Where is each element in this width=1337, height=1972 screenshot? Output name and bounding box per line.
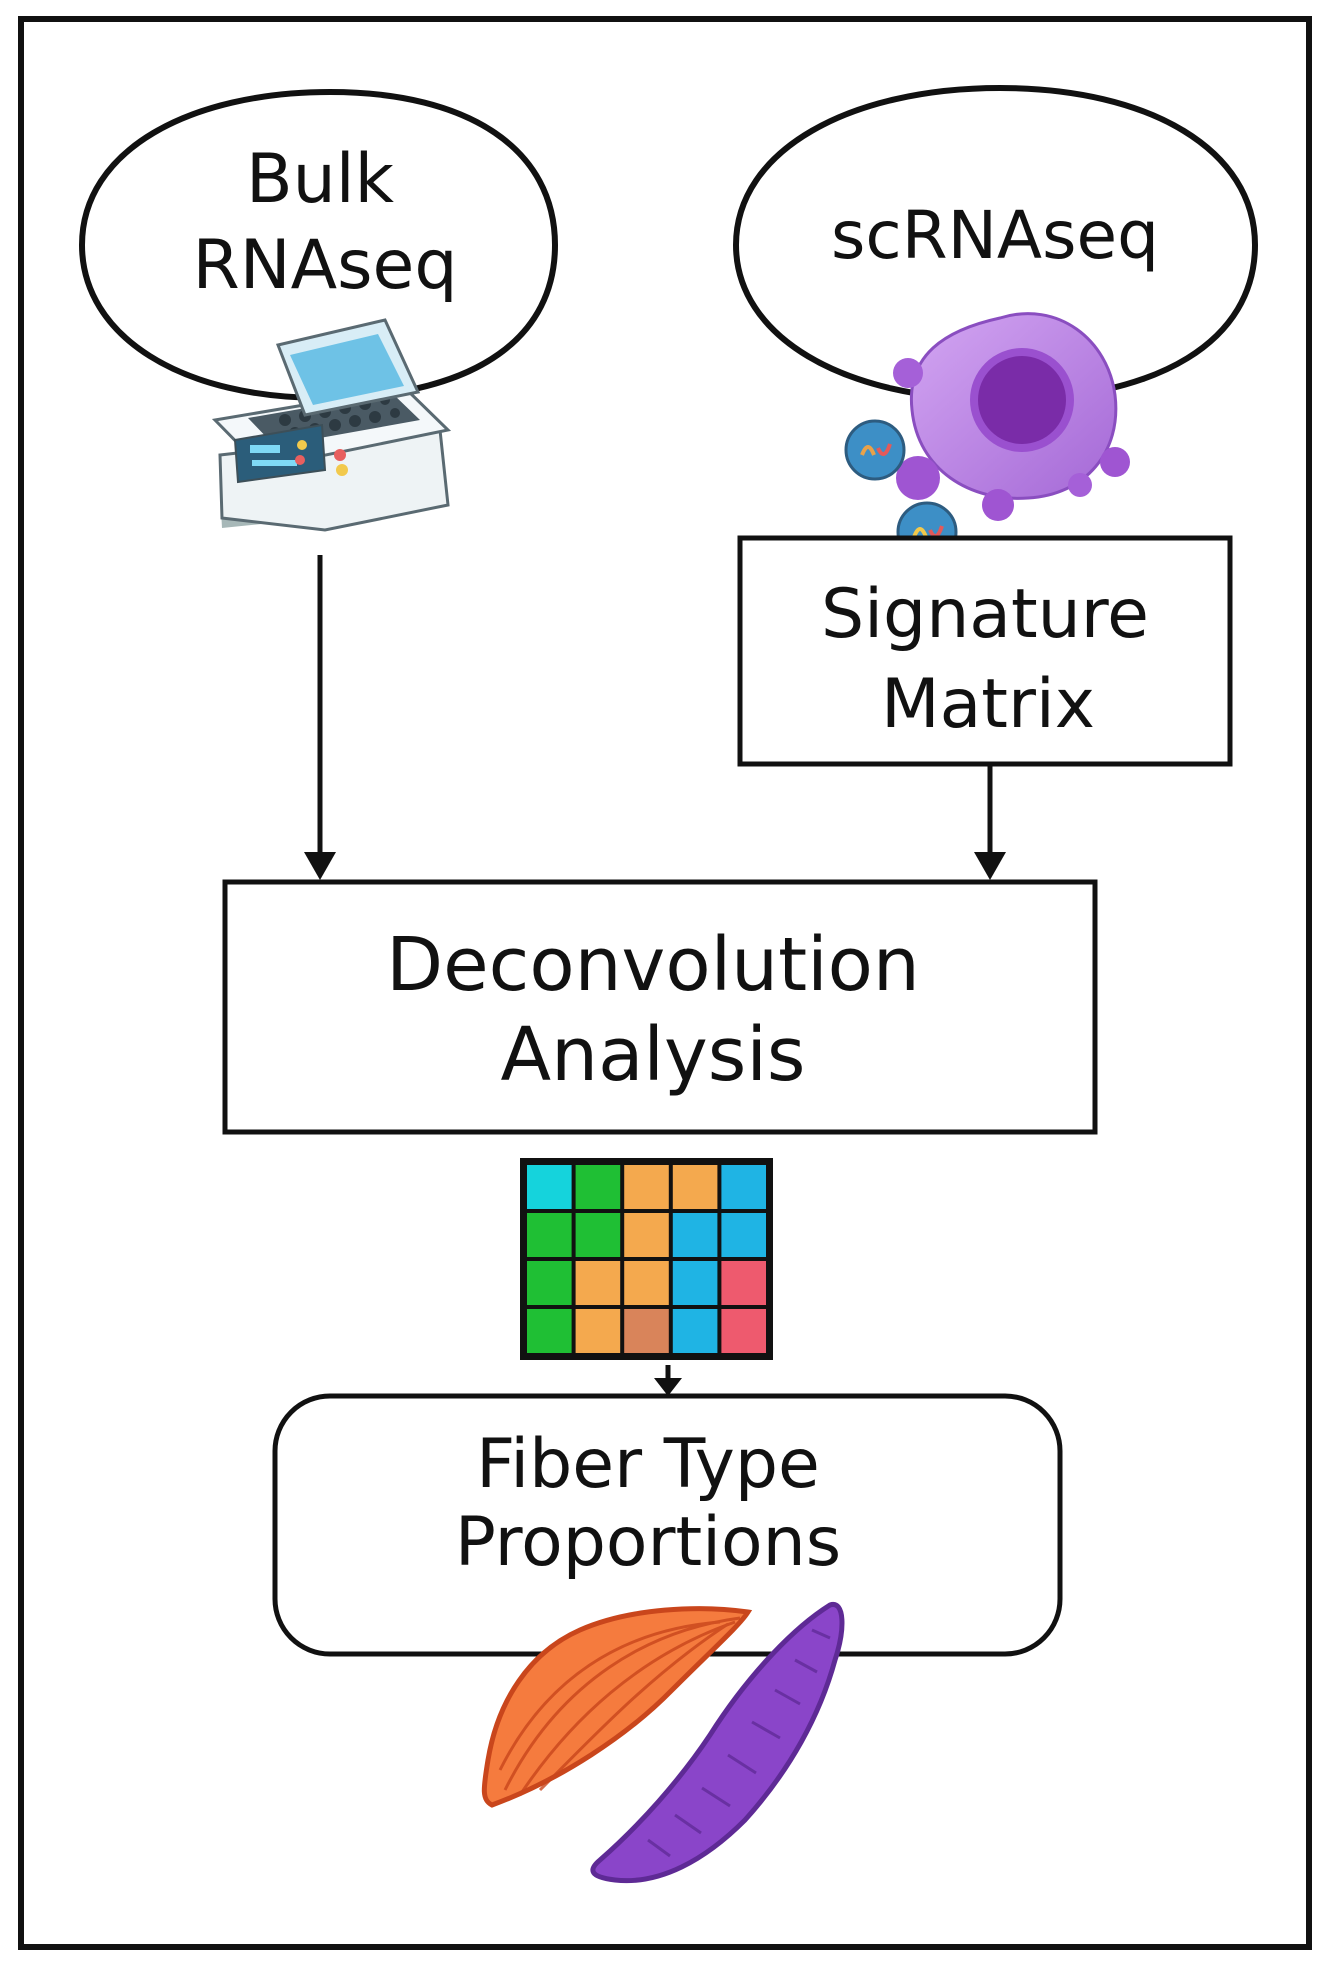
muscle-fiber-icon	[481, 1602, 845, 1884]
matrix-cell	[721, 1213, 766, 1257]
matrix-cell	[575, 1165, 621, 1209]
matrix-cell	[624, 1213, 669, 1257]
matrix-cell	[527, 1261, 572, 1305]
matrix-cell	[527, 1165, 572, 1209]
matrix-cell	[527, 1213, 572, 1257]
single-cell-icon	[844, 312, 1130, 563]
fiber-type-proportions-node: Fiber Type Proportions	[272, 1393, 1063, 1657]
signature-matrix-label-line2: Matrix	[881, 665, 1095, 744]
signature-matrix-node: Signature Matrix	[737, 535, 1233, 767]
bulk-rnaseq-node: Bulk RNAseq	[78, 88, 559, 402]
matrix-cell	[624, 1261, 669, 1305]
bulk-rnaseq-label-line2: RNAseq	[192, 226, 457, 305]
arrow-signature-to-deconvolution	[974, 764, 1006, 880]
scrnaseq-label: scRNAseq	[831, 197, 1159, 274]
proportion-matrix-icon	[520, 1158, 773, 1360]
deconvolution-label-line2: Analysis	[501, 1012, 806, 1098]
matrix-cell	[527, 1309, 572, 1353]
matrix-cell	[575, 1261, 621, 1305]
matrix-cell	[672, 1309, 718, 1353]
matrix-cell	[672, 1213, 718, 1257]
fiber-type-label-line2: Proportions	[455, 1503, 841, 1582]
matrix-cell	[672, 1165, 718, 1209]
matrix-cell	[672, 1261, 718, 1305]
arrow-bulk-to-deconvolution	[304, 555, 336, 880]
matrix-cell	[721, 1309, 766, 1353]
matrix-cell	[721, 1261, 766, 1305]
matrix-cell	[575, 1213, 621, 1257]
deconvolution-analysis-node: Deconvolution Analysis	[222, 879, 1098, 1135]
deconvolution-label-line1: Deconvolution	[386, 922, 920, 1008]
matrix-cell	[624, 1309, 669, 1353]
matrix-cell	[721, 1165, 766, 1209]
bulk-rnaseq-label-line1: Bulk	[246, 140, 395, 219]
sequencer-machine-icon	[211, 318, 452, 532]
signature-matrix-label-line1: Signature	[821, 575, 1149, 654]
arrow-matrix-to-fiber	[654, 1365, 682, 1396]
fiber-type-label-line1: Fiber Type	[476, 1425, 820, 1504]
matrix-cell	[624, 1165, 669, 1209]
matrix-cell	[575, 1309, 621, 1353]
